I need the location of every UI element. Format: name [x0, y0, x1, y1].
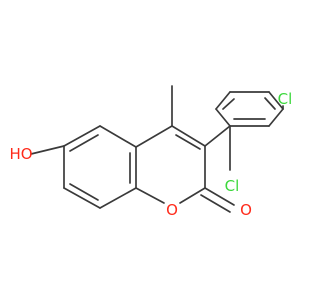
bond	[135, 187, 165, 204]
hydroxyl-label: HO	[9, 145, 32, 163]
carbonyl-oxygen-label: O	[240, 201, 252, 219]
molecule-structure-diagram: O O HO Cl Cl	[9, 85, 292, 219]
bond	[99, 125, 137, 148]
bond	[222, 98, 235, 110]
atom-labels: O O HO Cl Cl	[9, 90, 292, 219]
bond	[171, 125, 206, 147]
ortho-chlorine-label: Cl	[225, 177, 240, 195]
bond	[63, 125, 101, 147]
bond	[99, 187, 137, 209]
bond	[63, 187, 101, 209]
bond	[204, 125, 231, 147]
bond	[268, 91, 284, 110]
bond	[200, 194, 231, 213]
para-chlorine-label: Cl	[278, 90, 293, 108]
bond	[69, 183, 99, 201]
bond	[268, 108, 284, 127]
bond	[215, 91, 231, 110]
bond	[215, 108, 231, 127]
bond	[204, 187, 235, 206]
ring-oxygen-label: O	[166, 201, 178, 219]
bond	[135, 125, 173, 148]
bond-lines	[30, 85, 284, 213]
bond	[175, 134, 201, 150]
bond	[264, 97, 276, 110]
bond	[179, 187, 206, 204]
bond	[69, 134, 99, 152]
bond	[30, 145, 65, 155]
